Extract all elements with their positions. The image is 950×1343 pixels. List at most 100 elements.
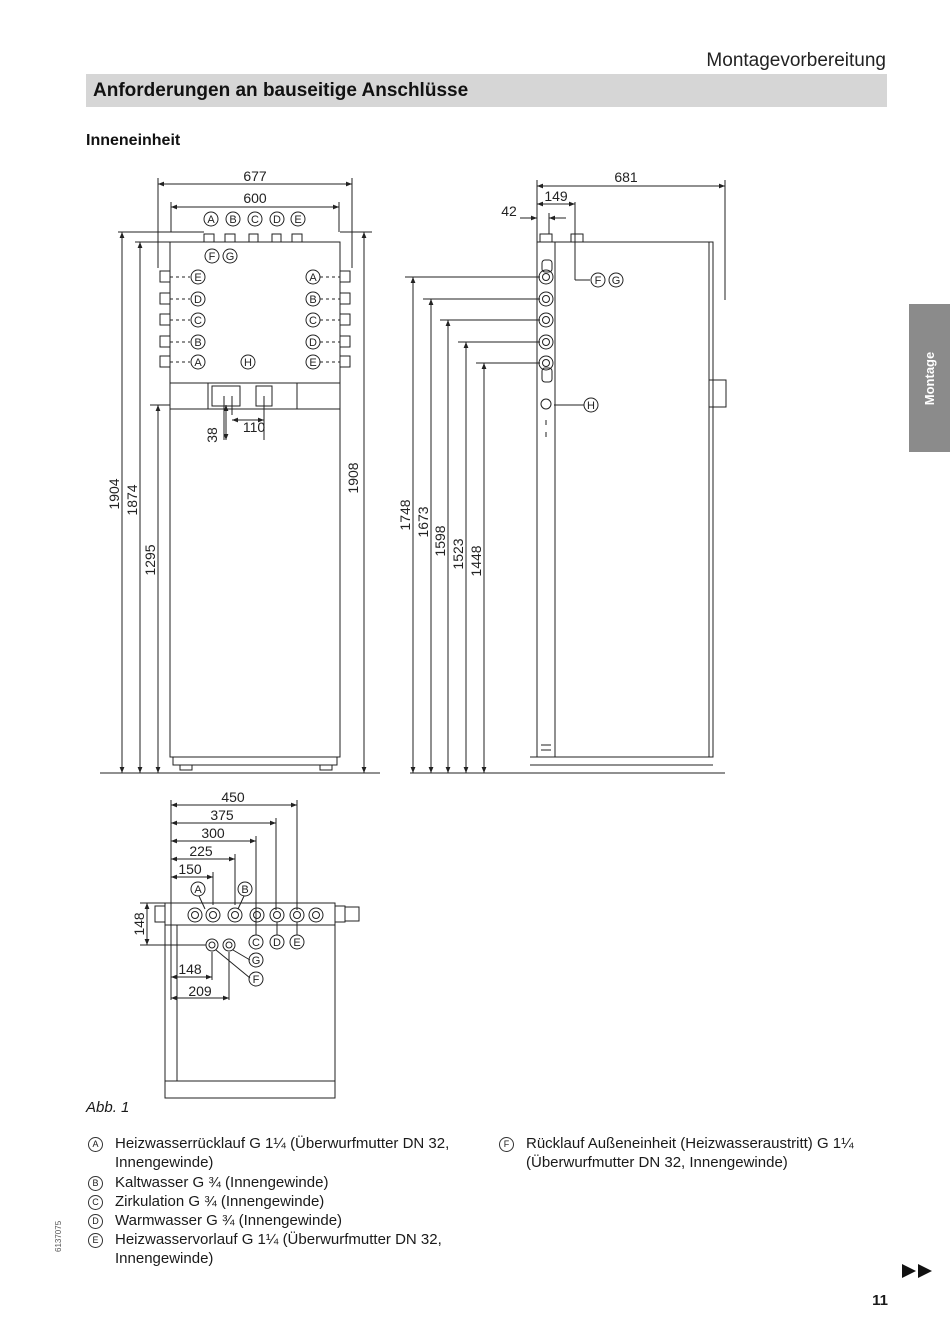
svg-text:D: D	[273, 214, 281, 226]
dim-side-1748: 1748	[397, 499, 413, 530]
dim-top-375: 375	[210, 807, 234, 823]
svg-text:D: D	[194, 294, 202, 306]
svg-text:E: E	[309, 357, 316, 369]
legend-key-a: A	[88, 1137, 103, 1152]
svg-text:H: H	[244, 357, 252, 369]
dim-side-149: 149	[544, 188, 568, 204]
dim-top-148-h: 148	[178, 961, 202, 977]
section-header: Montagevorbereitung	[706, 50, 886, 71]
svg-text:A: A	[194, 884, 202, 896]
callout-front-f: F	[204, 248, 220, 264]
callout-front-right-d: D	[305, 334, 321, 350]
callout-top-c: C	[248, 934, 264, 950]
svg-text:A: A	[194, 357, 202, 369]
legend-text-a: Heizwasserrücklauf G 1¼ (Überwurfmutter …	[115, 1134, 495, 1172]
side-view	[405, 180, 727, 774]
callout-front-g: G	[222, 248, 238, 264]
callout-front-right-a: A	[305, 269, 321, 285]
svg-text:G: G	[226, 251, 235, 263]
legend-text-e-line1: Heizwasservorlauf G 1¼ (Überwurfmutter D…	[115, 1231, 442, 1248]
figure-caption: Abb. 1	[86, 1099, 130, 1116]
callout-front-right-e: E	[305, 354, 321, 370]
dim-front-38: 38	[204, 427, 220, 443]
page-title: Anforderungen an bauseitige Anschlüsse	[93, 80, 469, 101]
dim-front-outer-width: 677	[243, 168, 267, 184]
dim-top-225: 225	[189, 843, 213, 859]
dim-front-1874: 1874	[124, 484, 140, 515]
svg-text:D: D	[309, 337, 317, 349]
callout-front-left-b: B	[190, 334, 206, 350]
legend-text-f-line2: (Überwurfmutter DN 32, Innengewinde)	[526, 1154, 788, 1171]
svg-text:E: E	[293, 937, 300, 949]
callout-top-e: E	[289, 934, 305, 950]
dim-side-42: 42	[501, 203, 517, 219]
legend-text-b: Kaltwasser G ¾ (Innengewinde)	[115, 1174, 329, 1191]
legend-key-e: E	[88, 1233, 103, 1248]
legend-text-a-line2: Innengewinde)	[115, 1154, 214, 1171]
page-number: 11	[872, 1292, 888, 1309]
callout-top-g: G	[248, 952, 264, 968]
svg-text:B: B	[229, 214, 236, 226]
svg-text:C: C	[251, 214, 259, 226]
legend-text-a-line1: Heizwasserrücklauf G 1¼ (Überwurfmutter …	[115, 1135, 450, 1152]
svg-text:F: F	[253, 974, 260, 986]
svg-text:C: C	[194, 315, 202, 327]
svg-text:B: B	[241, 884, 248, 896]
dim-top-450: 450	[221, 789, 245, 805]
legend-text-f-line1: Rücklauf Außeneinheit (Heizwasseraustrit…	[526, 1135, 854, 1152]
legend-key-c: C	[88, 1195, 103, 1210]
dim-top-300: 300	[201, 825, 225, 841]
legend-text-e: Heizwasservorlauf G 1¼ (Überwurfmutter D…	[115, 1230, 495, 1268]
legend-text-d: Warmwasser G ¾ (Innengewinde)	[115, 1212, 343, 1229]
svg-text:B: B	[309, 294, 316, 306]
dim-front-1904: 1904	[106, 478, 122, 509]
svg-text:C: C	[252, 937, 260, 949]
callout-side-g: G	[608, 272, 624, 288]
callout-front-top-b: B	[225, 211, 241, 227]
doc-number: 6137075	[54, 1220, 63, 1252]
callout-side-f: F	[590, 272, 606, 288]
svg-text:F: F	[595, 275, 602, 287]
dim-top-148-v: 148	[131, 912, 147, 936]
top-view	[140, 800, 360, 1099]
side-tab[interactable]	[909, 304, 950, 452]
next-page-arrows[interactable]	[902, 1264, 934, 1283]
callout-side-h: H	[583, 397, 599, 413]
next-page-icon	[902, 1264, 932, 1278]
dim-side-681: 681	[614, 169, 638, 185]
svg-text:C: C	[309, 315, 317, 327]
callout-front-h: H	[240, 354, 256, 370]
dim-side-1673: 1673	[415, 506, 431, 537]
dim-front-inner-width: 600	[243, 190, 267, 206]
svg-text:D: D	[273, 937, 281, 949]
callout-front-left-e: E	[190, 269, 206, 285]
dim-side-1523: 1523	[450, 538, 466, 569]
dim-front-1295: 1295	[142, 544, 158, 575]
svg-text:G: G	[252, 955, 261, 967]
callout-top-b: B	[237, 881, 253, 897]
dim-front-1908: 1908	[345, 462, 361, 493]
callout-front-left-d: D	[190, 291, 206, 307]
callout-top-f: F	[248, 971, 264, 987]
svg-text:F: F	[209, 251, 216, 263]
title-bar	[86, 74, 887, 107]
callout-front-right-c: C	[305, 312, 321, 328]
dim-top-209: 209	[188, 983, 212, 999]
dim-top-150: 150	[178, 861, 202, 877]
sub-title: Inneneinheit	[86, 132, 181, 149]
svg-text:G: G	[612, 275, 621, 287]
svg-text:B: B	[194, 337, 201, 349]
dim-side-1448: 1448	[468, 545, 484, 576]
svg-text:E: E	[294, 214, 301, 226]
callout-front-top-a: A	[203, 211, 219, 227]
legend-key-d: D	[88, 1214, 103, 1229]
callout-front-right-b: B	[305, 291, 321, 307]
dim-side-1598: 1598	[432, 525, 448, 556]
svg-text:H: H	[587, 400, 595, 412]
svg-text:A: A	[309, 272, 317, 284]
callout-front-left-a: A	[190, 354, 206, 370]
svg-text:A: A	[207, 214, 215, 226]
callout-front-left-c: C	[190, 312, 206, 328]
